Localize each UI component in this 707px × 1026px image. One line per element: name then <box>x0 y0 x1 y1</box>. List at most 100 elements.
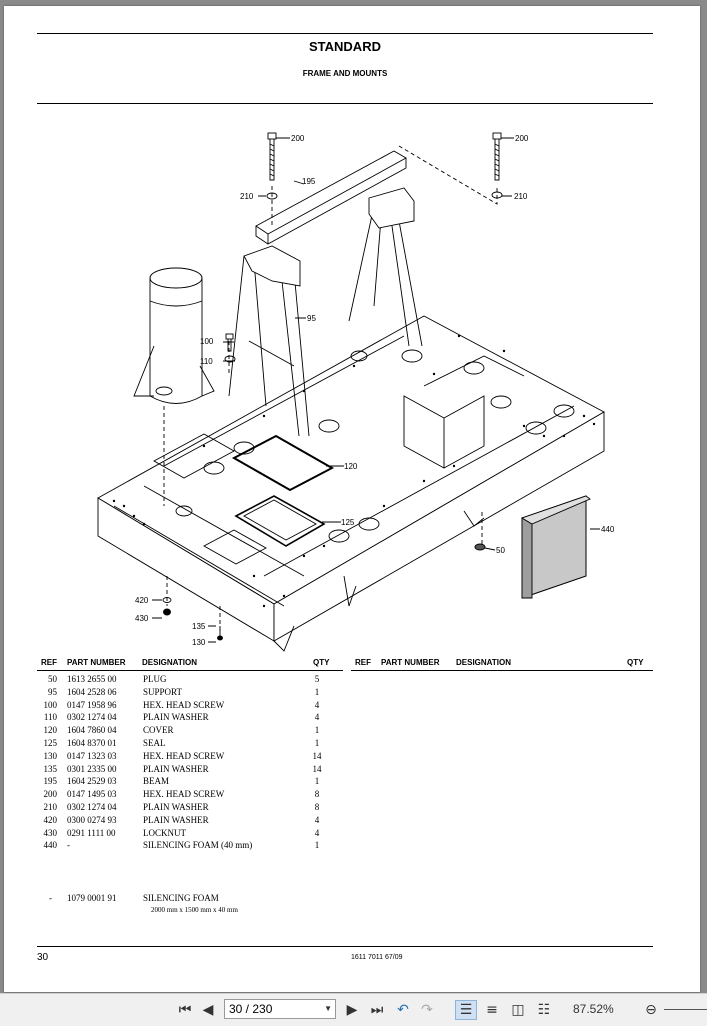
extra-dimensions: 2000 mm x 1500 mm x 40 mm <box>151 906 238 914</box>
cell-qty: 1 <box>314 686 320 697</box>
pdf-page: STANDARD FRAME AND MOUNTS <box>4 6 700 992</box>
frame-right-side <box>273 411 605 642</box>
cell-designation: PLAIN WASHER <box>143 814 209 825</box>
callout-440: 440 <box>601 525 615 534</box>
header-ref-right: REF <box>355 658 371 667</box>
table-row: 200 0147 1495 03 HEX. HEAD SCREW 8 <box>37 789 347 802</box>
cell-qty: 8 <box>314 801 320 812</box>
extra-ref: - <box>49 893 52 903</box>
facing-view-icon[interactable]: ◫ <box>511 1002 525 1018</box>
callout-50: 50 <box>496 546 505 555</box>
extra-designation: SILENCING FOAM <box>143 893 219 903</box>
cell-qty: 4 <box>314 814 320 825</box>
single-page-view-icon[interactable]: ☰ <box>455 1000 477 1020</box>
callout-195: 195 <box>302 177 316 186</box>
first-page-icon[interactable]: ⏮ <box>178 1002 192 1018</box>
cell-ref: 210 <box>43 801 58 812</box>
next-page-icon[interactable]: ▶ <box>346 1002 358 1018</box>
cell-part-number: - <box>67 840 70 851</box>
cell-designation: PLAIN WASHER <box>143 801 209 812</box>
page-title: STANDARD <box>309 39 381 54</box>
callout-430: 430 <box>135 614 149 623</box>
cell-ref: 440 <box>43 840 58 851</box>
header-ref: REF <box>41 658 57 667</box>
callout-200-left: 200 <box>291 134 305 143</box>
cell-designation: COVER <box>143 725 174 736</box>
callout-200-right: 200 <box>515 134 529 143</box>
cell-designation: SEAL <box>143 737 166 748</box>
continuous-view-icon[interactable]: ≡ <box>486 1002 498 1018</box>
cell-designation: PLUG <box>143 674 167 684</box>
extra-part-number: 1079 0001 91 <box>67 893 117 903</box>
cell-part-number: 0291 1111 00 <box>67 827 116 838</box>
table-rule-right <box>351 670 653 671</box>
cell-part-number: 0147 1495 03 <box>67 789 117 800</box>
cover-120 <box>231 434 335 492</box>
chevron-down-icon[interactable]: ▼ <box>324 1004 332 1013</box>
cell-ref: 430 <box>43 827 58 838</box>
cell-part-number: 1604 8370 01 <box>67 737 117 748</box>
cell-ref: 100 <box>43 699 58 710</box>
header-designation-right: DESIGNATION <box>456 658 511 667</box>
cell-ref: 195 <box>43 776 58 787</box>
cell-ref: 110 <box>43 712 57 723</box>
parts-drawing: 200 200 210 210 195 95 100 110 120 125 4… <box>97 132 615 652</box>
document-viewport[interactable]: STANDARD FRAME AND MOUNTS <box>0 0 707 993</box>
cell-designation: SUPPORT <box>143 686 182 697</box>
table-rule-left <box>37 670 343 671</box>
navigate-back-icon[interactable]: ↶ <box>397 1002 409 1018</box>
cell-part-number: 1604 7860 04 <box>67 725 117 736</box>
callout-420: 420 <box>135 596 149 605</box>
page-number-input[interactable]: 30 / 230 ▼ <box>224 999 336 1019</box>
cell-qty: 8 <box>314 789 320 800</box>
cell-part-number: 0147 1958 96 <box>67 699 117 710</box>
cell-part-number: 0302 1274 04 <box>67 712 117 723</box>
seal-125 <box>234 495 326 547</box>
cell-designation: PLAIN WASHER <box>143 712 209 723</box>
cell-designation: BEAM <box>143 776 170 787</box>
cell-designation: HEX. HEAD SCREW <box>143 789 225 800</box>
cell-ref: 50 <box>48 674 57 684</box>
bolt-200-right <box>491 132 503 199</box>
cell-ref: 135 <box>43 763 58 774</box>
table-row: 50 1613 2655 00 PLUG 5 <box>37 674 347 687</box>
page-number-value: 30 / 230 <box>229 1002 273 1016</box>
footer-doc-code: 1611 7011 67/09 <box>351 954 403 961</box>
continuous-facing-view-icon[interactable]: ☷ <box>537 1002 551 1018</box>
navigate-forward-icon[interactable]: ↷ <box>421 1002 433 1018</box>
silencing-foam-440 <box>520 495 591 599</box>
cell-qty: 1 <box>314 725 320 736</box>
footer-rule <box>37 946 653 947</box>
zoom-out-icon[interactable]: ⊖ <box>645 1002 657 1018</box>
cell-qty: 1 <box>314 776 320 787</box>
cell-qty: 5 <box>314 674 320 684</box>
table-row: 210 0302 1274 04 PLAIN WASHER 8 <box>37 802 347 815</box>
frame-holes <box>112 334 596 608</box>
cell-designation: SILENCING FOAM (40 mm) <box>143 840 253 851</box>
header-part-number: PART NUMBER <box>67 658 126 667</box>
cell-part-number: 1613 2655 00 <box>67 674 117 684</box>
cell-part-number: 0302 1274 04 <box>67 801 117 812</box>
header-rule-top <box>37 33 653 34</box>
callout-210-right: 210 <box>514 192 528 201</box>
table-row: 440-SILENCING FOAM (40 mm)1 <box>37 840 347 853</box>
cell-part-number: 0300 0274 93 <box>67 814 117 825</box>
callout-120: 120 <box>344 462 358 471</box>
cell-ref: 120 <box>43 725 58 736</box>
cell-qty: 14 <box>312 763 322 774</box>
viewer-toolbar: ⏮ ◀ 30 / 230 ▼ ▶ ⏭ ↶ ↷ ☰ ≡ ◫ ☷ 87.52% ⊖ <box>0 993 707 1026</box>
previous-page-icon[interactable]: ◀ <box>202 1002 214 1018</box>
cell-ref: 200 <box>43 789 58 800</box>
last-page-icon[interactable]: ⏭ <box>370 1002 384 1018</box>
cell-designation: PLAIN WASHER <box>143 763 209 774</box>
callout-135: 135 <box>192 622 206 631</box>
zoom-slider[interactable] <box>664 1009 707 1010</box>
